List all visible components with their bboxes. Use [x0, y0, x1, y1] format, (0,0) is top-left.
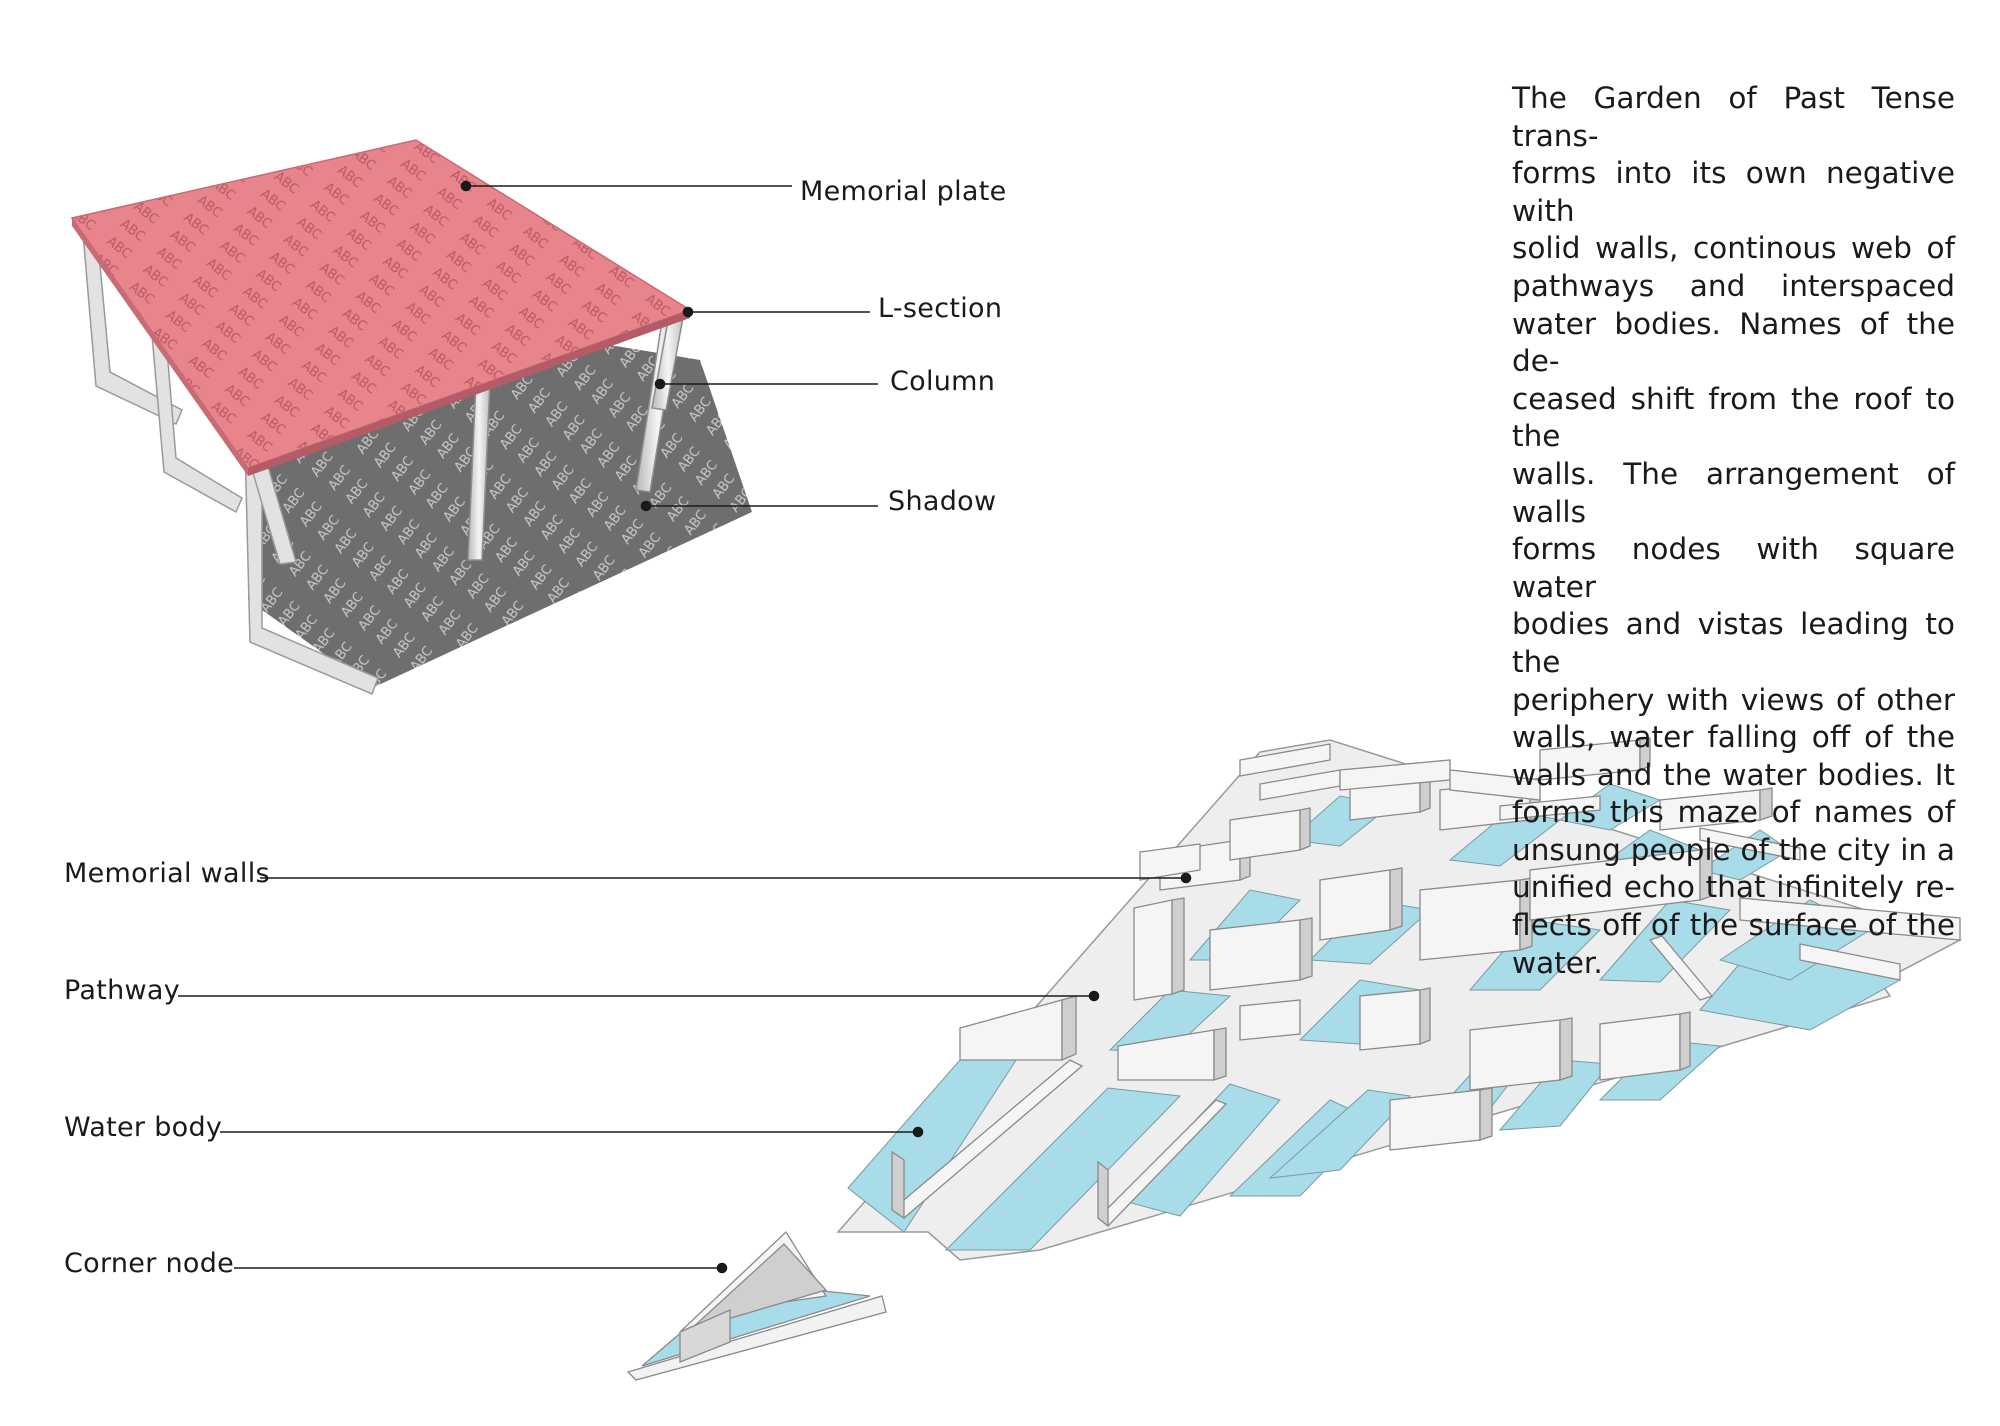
leader-lines [178, 180, 1192, 1274]
description-line: water. [1512, 945, 1603, 980]
description-line: bodies and vistas leading to the [1512, 607, 1955, 679]
maze-model [626, 737, 1962, 1381]
label-shadow: Shadow [888, 486, 997, 517]
description-line: water bodies. Names of the de- [1512, 306, 1955, 379]
memorial-plate-model [70, 139, 752, 695]
description-line: forms this maze of names of [1512, 795, 1955, 830]
label-memorial-walls: Memorial walls [64, 858, 270, 889]
description-line: walls and the water bodies. It [1512, 757, 1955, 792]
label-memorial-plate: Memorial plate [800, 176, 1007, 207]
description-line: forms into its own negative with [1512, 156, 1955, 228]
description-line: unified echo that infinitely re- [1512, 870, 1955, 905]
description-line: solid walls, continous web of [1512, 231, 1955, 266]
description-paragraph: The Garden of Past Tense trans-forms int… [1512, 80, 1955, 982]
label-l-section: L-section [878, 293, 1003, 324]
label-water-body: Water body [64, 1112, 223, 1143]
description-line: flects off of the surface of the [1512, 908, 1955, 943]
description-line: ceased shift from the roof to the [1512, 381, 1955, 454]
label-column: Column [890, 366, 996, 397]
description-line: walls, water falling off of the [1512, 720, 1955, 755]
corner-node [626, 1230, 887, 1381]
description-line: unsung people of the city in a [1512, 832, 1955, 867]
description-line: pathways and interspaced [1512, 268, 1955, 303]
label-corner-node: Corner node [64, 1248, 235, 1279]
description-line: walls. The arrangement of walls [1512, 456, 1955, 529]
description-line: periphery with views of other [1512, 682, 1955, 717]
label-pathway: Pathway [64, 975, 181, 1006]
description-line: The Garden of Past Tense trans- [1512, 81, 1955, 153]
memorial-walls [890, 737, 1961, 1228]
description-line: forms nodes with square water [1512, 532, 1955, 604]
